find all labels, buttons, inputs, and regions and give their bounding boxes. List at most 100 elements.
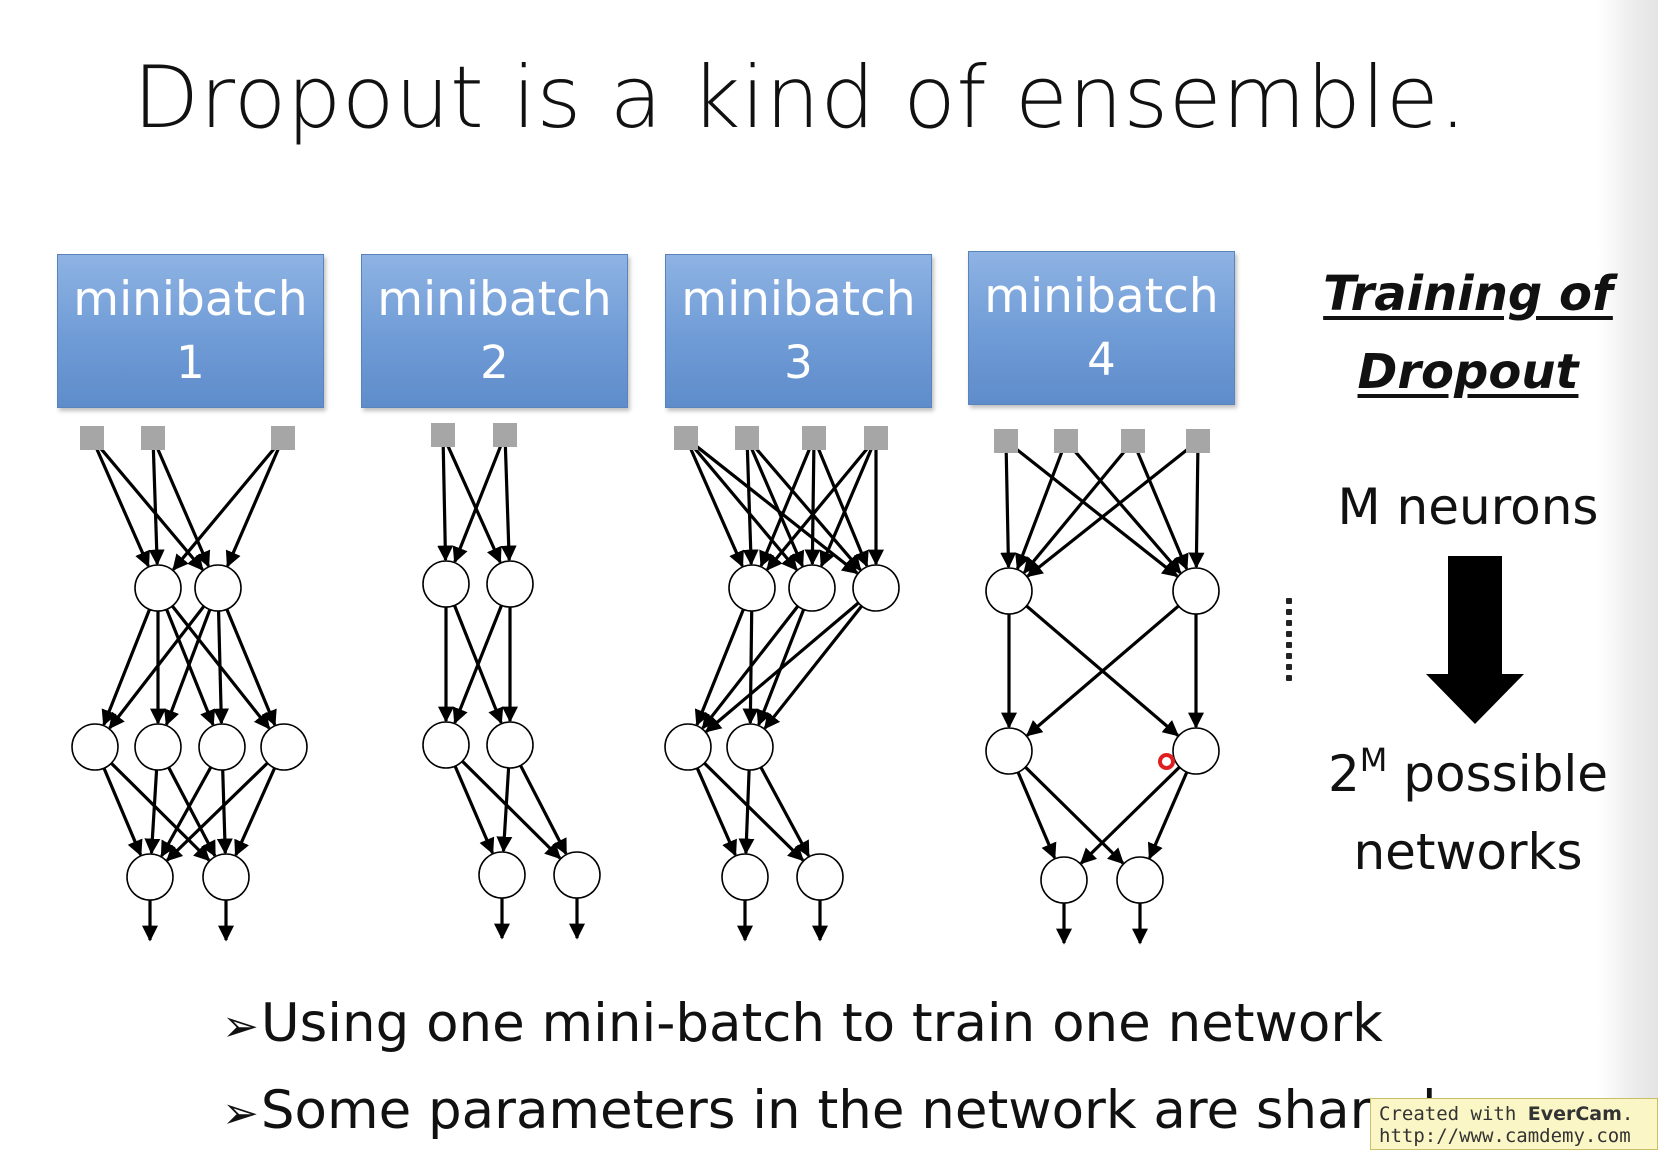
bullet-item: ➢Using one mini-batch to train one netwo…	[222, 982, 1436, 1069]
minibatch-number: 1	[176, 336, 205, 389]
bullet-list: ➢Using one mini-batch to train one netwo…	[222, 982, 1436, 1156]
connection-hidden2-output	[1024, 765, 1125, 865]
hidden-neuron-layer2	[134, 723, 182, 771]
connection-hidden1-hidden2	[452, 604, 503, 725]
connection-hidden2-output	[738, 769, 755, 855]
input-node	[1054, 429, 1078, 453]
connection-hidden2-output	[695, 767, 737, 857]
hidden-neuron-layer1	[728, 564, 776, 612]
connection-hidden1-hidden2	[164, 608, 212, 727]
connection-hidden2-output	[160, 766, 213, 858]
connection-input-hidden1	[1072, 449, 1182, 575]
connection-hidden2-output	[759, 766, 811, 858]
input-node	[493, 423, 517, 447]
minibatch-box-3: minibatch 3	[665, 254, 932, 408]
hidden-neuron-layer2	[1172, 727, 1220, 775]
watermark-url: http://www.camdemy.com	[1379, 1125, 1631, 1147]
connection-input-hidden1	[156, 448, 211, 568]
connection-hidden1-hidden2	[213, 610, 230, 725]
training-of-dropout-heading: Training of Dropout	[1318, 255, 1618, 411]
output-neuron	[796, 853, 844, 901]
connection-input-hidden1	[148, 449, 165, 566]
possible-word: possible	[1403, 745, 1609, 803]
bullet-text: Some parameters in the network are share…	[260, 1080, 1437, 1141]
input-node	[80, 426, 104, 450]
connection-hidden2-output	[216, 769, 233, 855]
connection-hidden1-hidden2	[694, 608, 745, 727]
output-neuron	[202, 853, 250, 901]
presenter-pointer	[1158, 753, 1175, 770]
more-networks-ellipsis	[1286, 598, 1292, 681]
connection-hidden2-output	[144, 769, 161, 855]
power-base: 2	[1327, 745, 1360, 803]
connection-hidden1-hidden2	[101, 608, 152, 727]
connection-hidden2-output	[1016, 771, 1057, 860]
minibatch-label: minibatch	[681, 272, 916, 327]
connection-hidden1-hidden2	[1026, 604, 1180, 737]
slide-edge-shade	[1598, 0, 1658, 1150]
bullet-item: ➢Some parameters in the network are shar…	[222, 1069, 1436, 1156]
connection-hidden2-output	[496, 767, 513, 853]
output-neuron	[478, 851, 526, 899]
connection-hidden2-output	[703, 761, 805, 862]
connection-input-hidden1	[689, 448, 744, 568]
connection-input-hidden1	[819, 448, 873, 568]
connection-hidden1-hidden2	[705, 601, 860, 733]
evercam-watermark: Created with EverCam. http://www.camdemy…	[1370, 1098, 1658, 1150]
hidden-neuron-layer1	[985, 567, 1033, 615]
output-neuron	[721, 853, 769, 901]
hidden-neuron-layer1	[486, 560, 534, 608]
connection-hidden2-output	[102, 767, 143, 857]
input-node	[431, 423, 455, 447]
connection-hidden1-hidden2	[225, 608, 277, 727]
connection-hidden2-output	[110, 762, 211, 862]
connection-input-hidden1	[1000, 452, 1017, 569]
minibatch-box-4: minibatch 4	[968, 251, 1235, 405]
output-neuron	[553, 851, 601, 899]
arrow-bullet-icon: ➢	[222, 1001, 259, 1052]
connection-hidden1-hidden2	[701, 605, 800, 730]
hidden-neuron-layer1	[422, 560, 470, 608]
slide-title: Dropout is a kind of ensemble.	[133, 48, 1468, 148]
networks-word: networks	[1353, 823, 1583, 881]
connection-input-hidden1	[452, 445, 503, 564]
minibatch-box-1: minibatch 1	[57, 254, 324, 408]
connection-input-hidden1	[817, 448, 869, 568]
watermark-prefix: Created with	[1379, 1103, 1517, 1125]
connection-input-hidden1	[225, 448, 280, 568]
minibatch-box-2: minibatch 2	[361, 254, 628, 408]
hidden-neuron-layer1	[194, 564, 242, 612]
output-neuron	[1116, 856, 1164, 904]
bullet-text: Using one mini-batch to train one networ…	[260, 993, 1383, 1054]
connection-input-hidden1	[446, 445, 502, 564]
input-node	[674, 426, 698, 450]
connection-hidden1-hidden2	[763, 605, 863, 730]
hidden-neuron-layer1	[1172, 567, 1220, 615]
hidden-neuron-layer2	[664, 723, 712, 771]
connection-hidden2-output	[1147, 771, 1189, 860]
hidden-neuron-layer1	[852, 564, 900, 612]
minibatch-label: minibatch	[984, 269, 1219, 324]
hidden-neuron-layer2	[260, 723, 308, 771]
down-arrow-icon	[1426, 556, 1524, 724]
connection-input-hidden1	[1015, 451, 1064, 571]
connection-hidden2-output	[1080, 765, 1181, 865]
output-neuron	[1040, 856, 1088, 904]
hidden-neuron-layer2	[726, 723, 774, 771]
minibatch-label: minibatch	[377, 272, 612, 327]
power-exponent: M	[1359, 741, 1388, 779]
possible-networks-label: 2M possible networks	[1318, 735, 1618, 891]
connection-hidden1-hidden2	[108, 605, 206, 730]
connection-input-hidden1	[742, 449, 759, 566]
heading-line-1: Training of	[1323, 266, 1613, 322]
connection-input-hidden1	[1188, 452, 1205, 569]
input-node	[1121, 429, 1145, 453]
connection-input-hidden1	[753, 446, 862, 572]
connection-input-hidden1	[172, 446, 277, 571]
hidden-neuron-layer1	[788, 564, 836, 612]
connection-input-hidden1	[1023, 449, 1127, 574]
connection-input-hidden1	[1014, 447, 1179, 578]
connection-hidden2-output	[461, 760, 562, 860]
watermark-brand: EverCam	[1527, 1103, 1622, 1125]
connection-input-hidden1	[750, 448, 805, 568]
